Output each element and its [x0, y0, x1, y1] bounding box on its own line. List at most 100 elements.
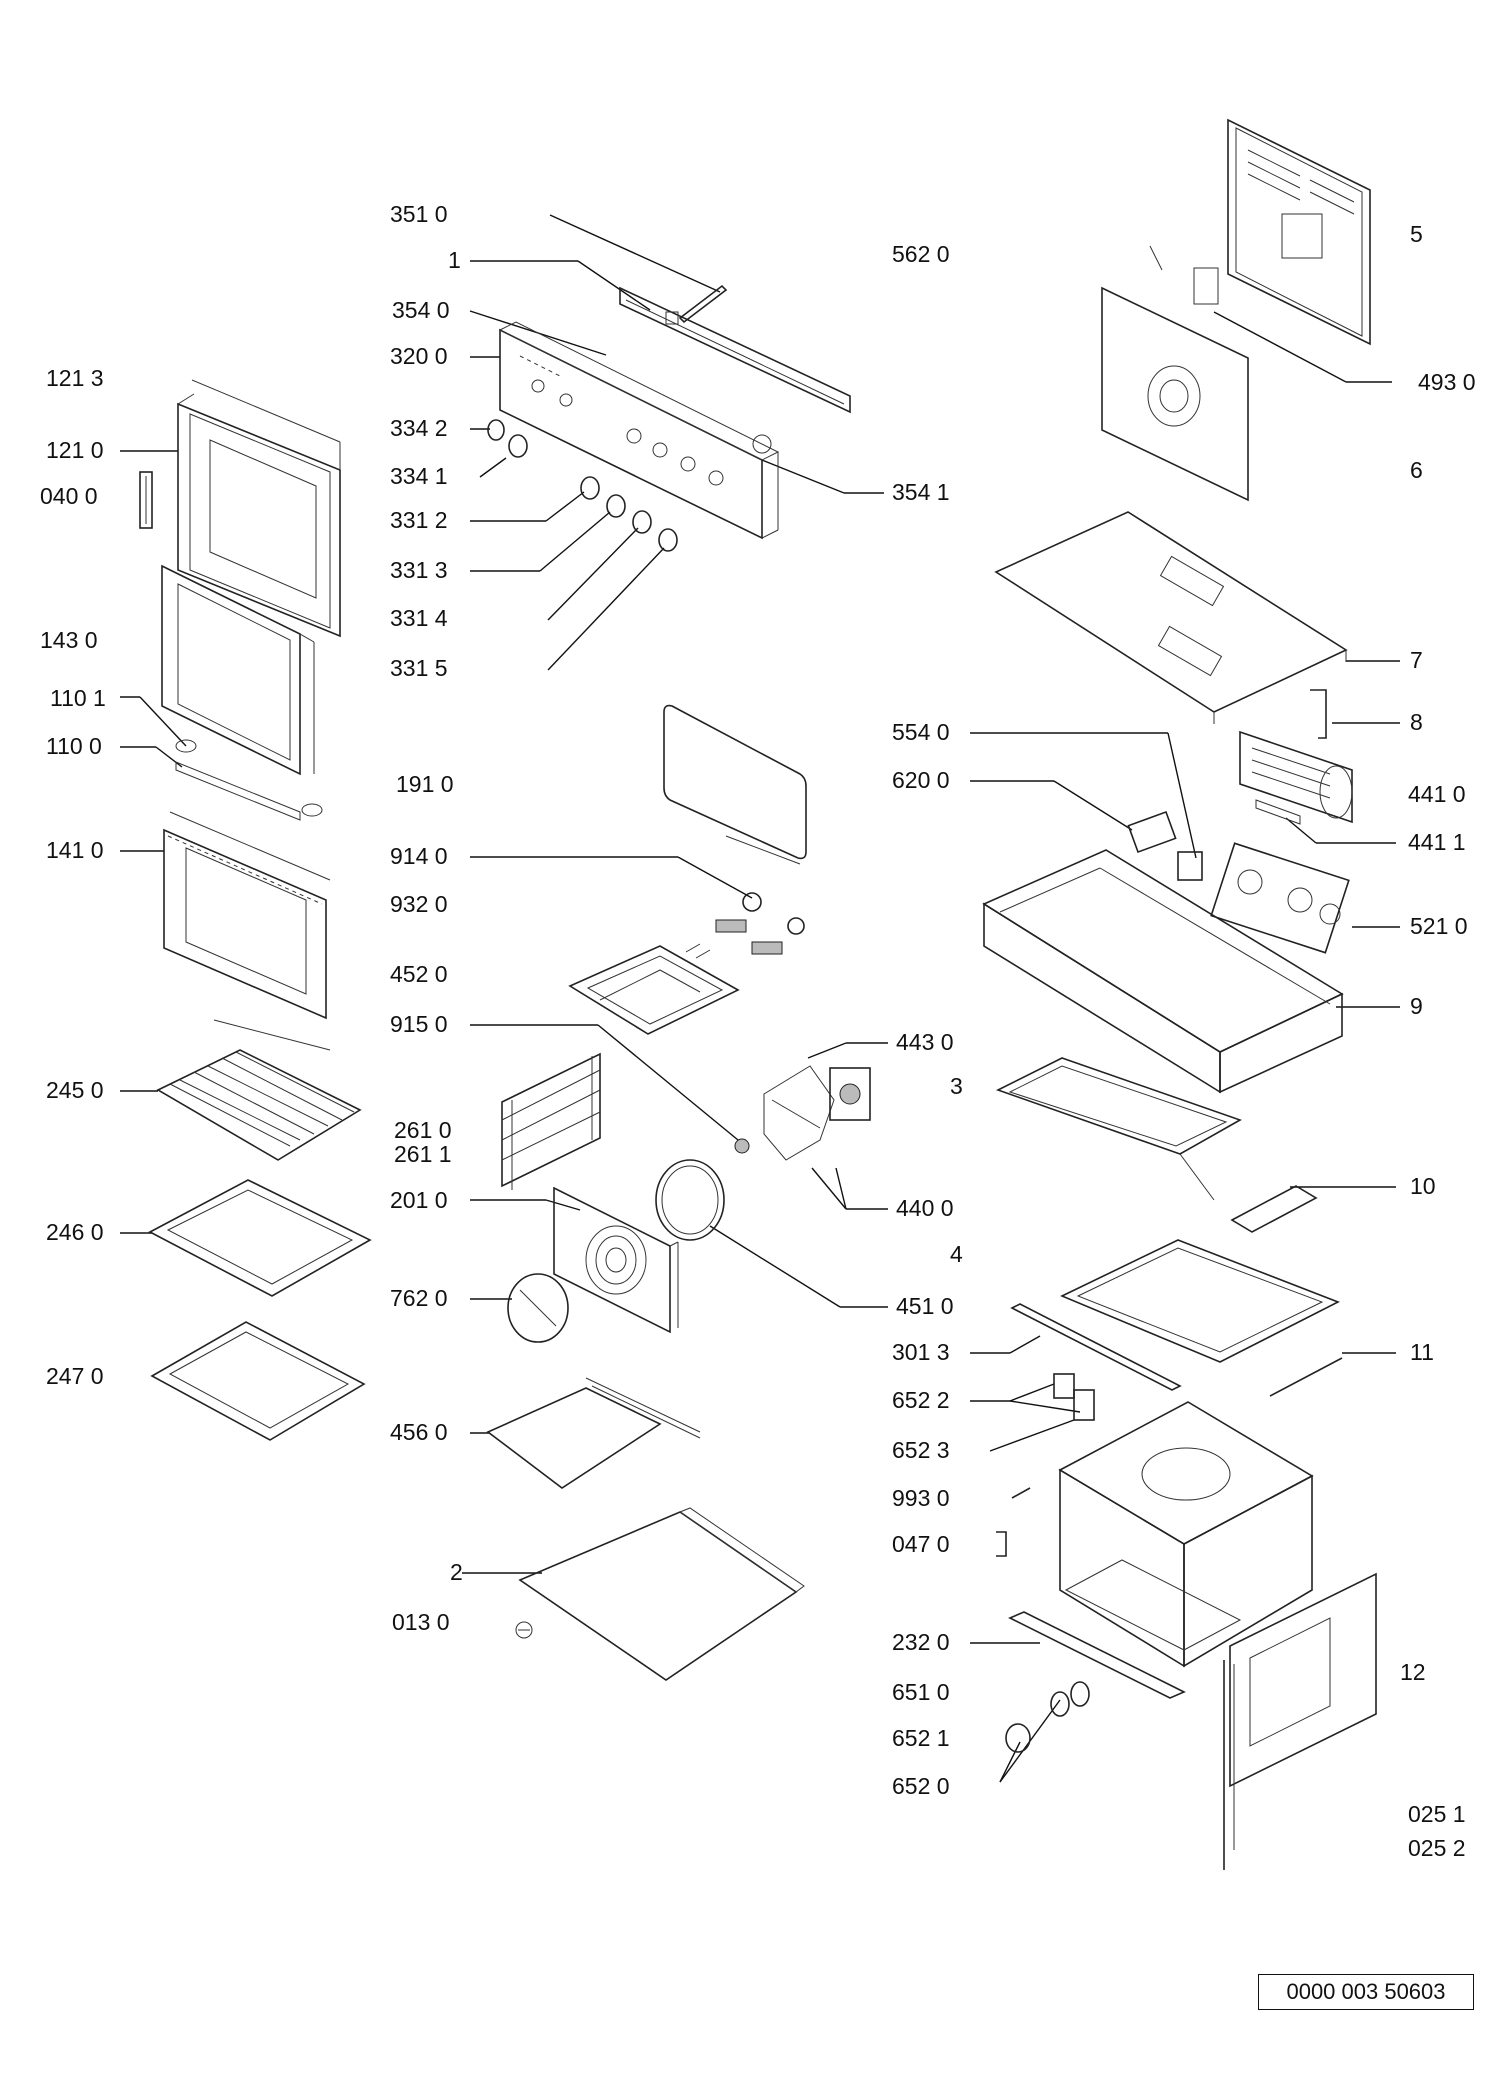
small-fasteners: [996, 1487, 1031, 1557]
label-143-0: 143 0: [40, 627, 98, 653]
control-relays: [1210, 842, 1350, 954]
label-521-0: 521 0: [1410, 913, 1468, 939]
bracket: [1310, 689, 1327, 739]
label-351-0: 351 0: [390, 201, 448, 227]
label-110-0: 110 0: [46, 733, 102, 759]
label-025-1: 025 1: [1408, 1801, 1466, 1827]
label-261-1: 261 1: [394, 1141, 452, 1167]
label-620-0: 620 0: [892, 767, 950, 793]
inner-door-glass: [161, 564, 315, 776]
cavity-seal: [663, 704, 807, 865]
wire-shelf: [156, 1049, 362, 1161]
label-040-0: 040 0: [40, 483, 98, 509]
side-panel: [1223, 1572, 1377, 1870]
insulation-plate: [1060, 1239, 1340, 1363]
label-11: 11: [1410, 1339, 1434, 1365]
label-651-0: 651 0: [892, 1679, 950, 1705]
label-652-0: 652 0: [892, 1773, 950, 1799]
label-452-0: 452 0: [390, 961, 448, 987]
label-110-1: 110 1: [50, 685, 106, 711]
fan-motor-assembly: [734, 1065, 871, 1161]
label-443-0: 443 0: [896, 1029, 954, 1055]
label-12: 12: [1400, 1659, 1426, 1685]
label-914-0: 914 0: [390, 843, 448, 869]
label-354-0: 354 0: [392, 297, 450, 323]
label-246-0: 246 0: [46, 1219, 104, 1245]
circular-element: [655, 1159, 725, 1241]
door-seal-strip: [175, 739, 323, 821]
control-knobs: [487, 419, 678, 552]
label-201-0: 201 0: [390, 1187, 448, 1213]
label-245-0: 245 0: [46, 1077, 104, 1103]
terminal-block: [1127, 810, 1203, 881]
control-panel: [498, 321, 780, 540]
document-id-box: 0000 003 50603: [1258, 1974, 1474, 2010]
rack-guides: [501, 1052, 601, 1190]
oven-cavity: [1058, 1401, 1314, 1668]
label-915-0: 915 0: [390, 1011, 448, 1037]
front-bottom-strip: [1008, 1611, 1186, 1699]
label-354-1: 354 1: [892, 479, 950, 505]
label-7: 7: [1410, 647, 1423, 673]
label-331-3: 331 3: [390, 557, 448, 583]
label-121-0: 121 0: [46, 437, 104, 463]
label-652-1: 652 1: [892, 1725, 950, 1751]
door-gasket: [163, 811, 331, 1051]
tangential-fan: [1239, 730, 1353, 825]
thermal-switch: [1053, 1373, 1095, 1421]
label-121-3: 121 3: [46, 365, 104, 391]
label-441-0: 441 0: [1408, 781, 1466, 807]
grommets: [1005, 1681, 1090, 1753]
label-301-3: 301 3: [892, 1339, 950, 1365]
label-762-0: 762 0: [390, 1285, 448, 1311]
label-441-1: 441 1: [1408, 829, 1466, 855]
label-4: 4: [950, 1241, 963, 1267]
label-331-4: 331 4: [390, 605, 448, 631]
label-331-2: 331 2: [390, 507, 448, 533]
label-334-2: 334 2: [390, 415, 448, 441]
label-320-0: 320 0: [390, 343, 448, 369]
outer-door: [177, 379, 341, 638]
rear-wall: [1101, 245, 1249, 502]
label-047-0: 047 0: [892, 1531, 950, 1557]
side-rail: [1269, 1357, 1343, 1397]
fan-blade: [507, 1273, 569, 1343]
label-232-0: 232 0: [892, 1629, 950, 1655]
label-9: 9: [1410, 993, 1423, 1019]
label-652-3: 652 3: [892, 1437, 950, 1463]
label-2: 2: [450, 1559, 463, 1585]
base-frame: [982, 849, 1344, 1094]
label-334-1: 334 1: [390, 463, 448, 489]
label-3: 3: [950, 1073, 963, 1099]
label-331-5: 331 5: [390, 655, 448, 681]
heating-element: [568, 943, 740, 1035]
label-5: 5: [1410, 221, 1423, 247]
label-10: 10: [1410, 1173, 1436, 1199]
label-191-0: 191 0: [396, 771, 454, 797]
door-hinge: [139, 471, 153, 529]
label-562-0: 562 0: [892, 241, 950, 267]
label-440-0: 440 0: [896, 1195, 954, 1221]
label-1: 1: [448, 247, 461, 273]
label-456-0: 456 0: [390, 1419, 448, 1445]
control-panel-trim: [619, 284, 851, 414]
label-451-0: 451 0: [896, 1293, 954, 1319]
label-247-0: 247 0: [46, 1363, 104, 1389]
label-261-0: 261 0: [394, 1117, 452, 1143]
drip-pan: [150, 1321, 366, 1441]
label-554-0: 554 0: [892, 719, 950, 745]
fan-cover: [553, 1186, 679, 1334]
label-652-2: 652 2: [892, 1387, 950, 1413]
baking-tray: [148, 1179, 372, 1297]
label-8: 8: [1410, 709, 1423, 735]
oven-floor: [515, 1507, 805, 1681]
back-wiring-panel: [1227, 118, 1371, 346]
oven-top-plate: [995, 1057, 1242, 1201]
bottom-panel: [486, 1377, 701, 1489]
part-labels: 351 0 1 354 0 320 0 334 2 334 1 331 2 33…: [40, 201, 1476, 1861]
label-932-0: 932 0: [390, 891, 448, 917]
top-cover: [994, 511, 1348, 724]
label-025-2: 025 2: [1408, 1835, 1466, 1861]
leader-lines: [120, 214, 1400, 1783]
